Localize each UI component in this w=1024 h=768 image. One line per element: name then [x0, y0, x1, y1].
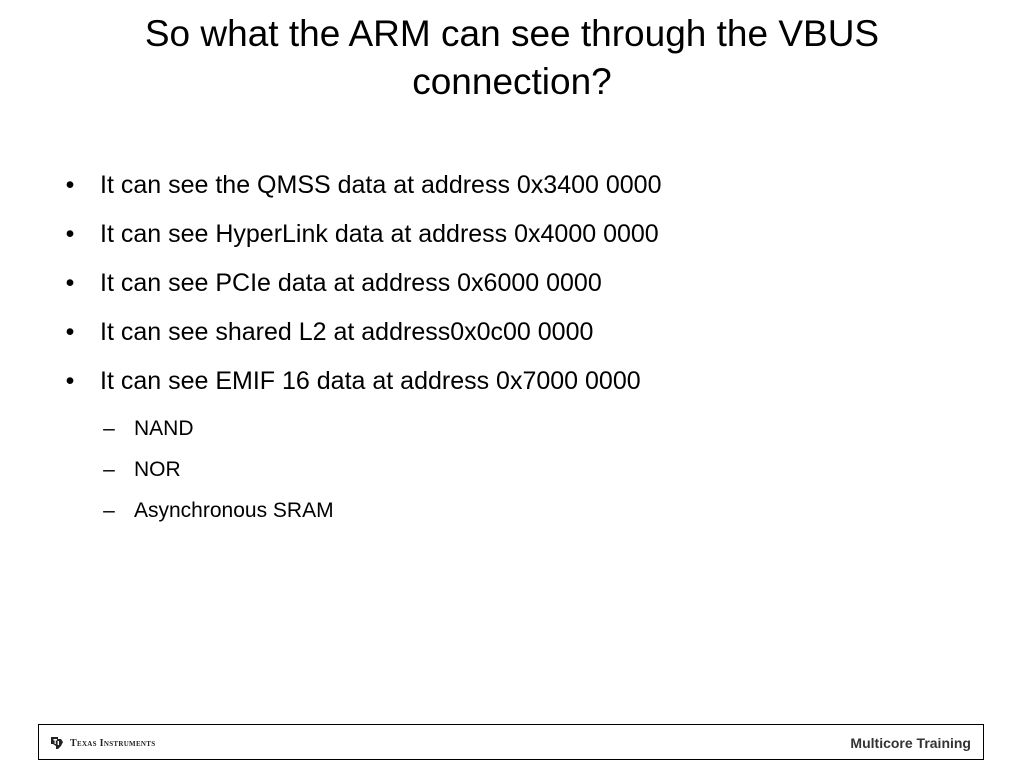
bullet-item: • It can see shared L2 at address0x0c00 …	[60, 315, 960, 349]
bullet-marker: •	[65, 220, 75, 248]
bullet-item: • It can see EMIF 16 data at address 0x7…	[60, 364, 960, 398]
bullet-marker: •	[65, 318, 75, 346]
bullet-marker: •	[65, 367, 75, 395]
bullet-marker: •	[65, 171, 75, 199]
bullet-item: • It can see PCIe data at address 0x6000…	[60, 266, 960, 300]
bullet-text: It can see the QMSS data at address 0x34…	[100, 171, 662, 199]
bullet-list: • It can see the QMSS data at address 0x…	[60, 168, 960, 413]
slide-title: So what the ARM can see through the VBUS…	[144, 13, 880, 102]
ti-logo-icon	[51, 737, 63, 749]
sub-bullet-marker: –	[103, 499, 115, 522]
sub-bullet-marker: –	[103, 417, 115, 440]
bullet-item: • It can see the QMSS data at address 0x…	[60, 168, 960, 202]
ti-logo: Texas Instruments	[49, 734, 155, 752]
bullet-text: It can see HyperLink data at address 0x4…	[100, 220, 659, 248]
sub-bullet-item: – Asynchronous SRAM	[100, 496, 334, 526]
sub-bullet-item: – NOR	[100, 455, 334, 485]
sub-bullet-text: Asynchronous SRAM	[134, 499, 334, 522]
bullet-text: It can see EMIF 16 data at address 0x700…	[100, 367, 641, 395]
ti-logo-text: Texas Instruments	[70, 737, 156, 749]
sub-bullet-item: – NAND	[100, 414, 334, 444]
slide-footer: Texas Instruments Multicore Training	[38, 724, 984, 760]
sub-bullet-text: NAND	[134, 417, 194, 440]
sub-bullet-list: – NAND – NOR – Asynchronous SRAM	[100, 414, 334, 537]
bullet-marker: •	[65, 269, 75, 297]
multicore-training-brand: Multicore Training	[850, 735, 971, 751]
bullet-item: • It can see HyperLink data at address 0…	[60, 217, 960, 251]
bullet-text: It can see PCIe data at address 0x6000 0…	[100, 269, 602, 297]
sub-bullet-text: NOR	[134, 458, 181, 481]
bullet-text: It can see shared L2 at address0x0c00 00…	[100, 318, 594, 346]
sub-bullet-marker: –	[103, 458, 115, 481]
